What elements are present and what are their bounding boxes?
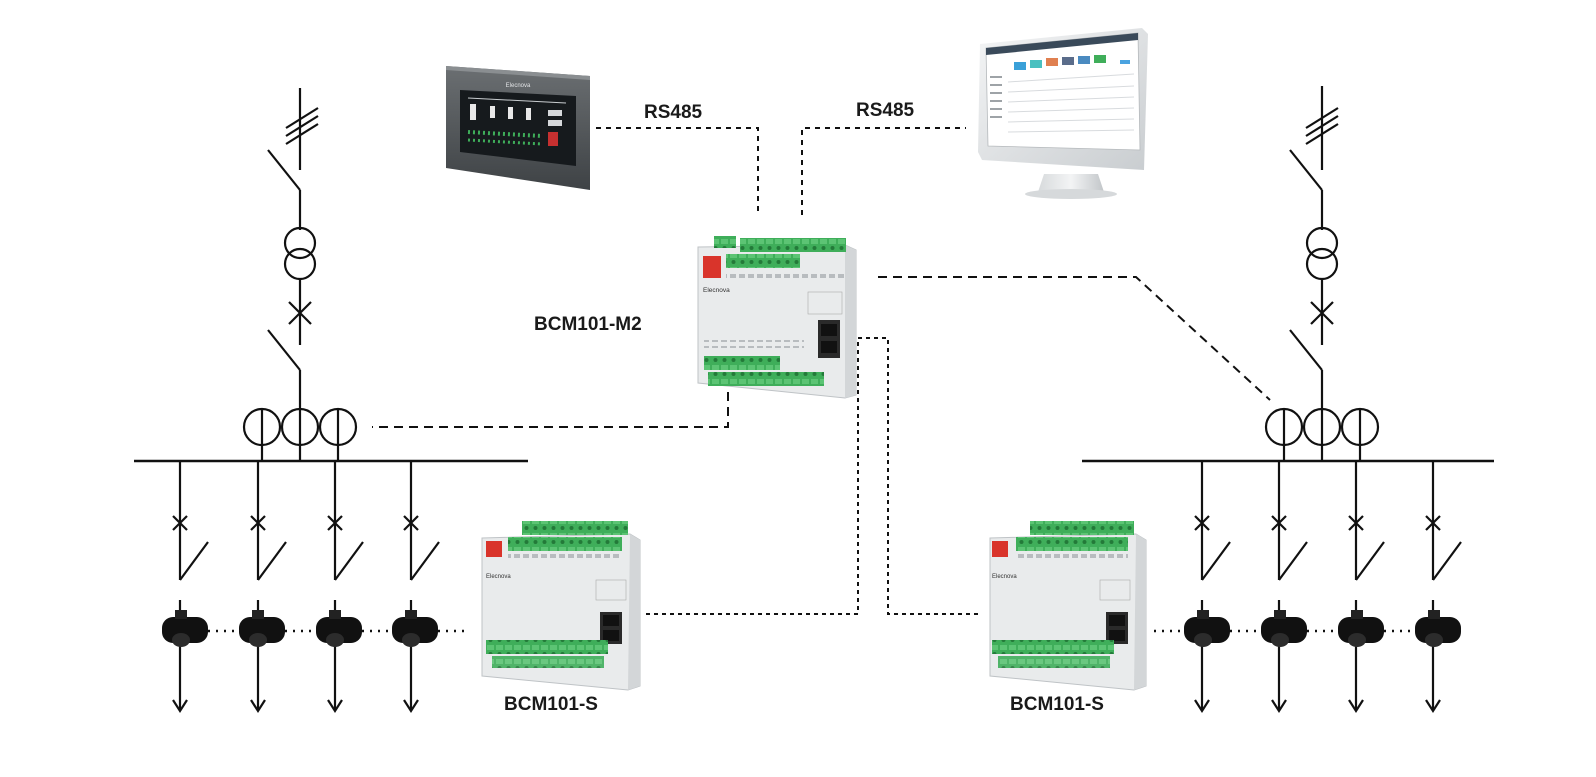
master-top-terminal-row-2 — [726, 254, 800, 268]
hmi-touch-panel: Elecnova — [446, 66, 590, 190]
left-split-core-cts — [162, 610, 438, 647]
left-branch-4 — [403, 461, 440, 714]
rs485-left-label: RS485 — [644, 102, 703, 123]
left-split-ct-1 — [162, 610, 208, 647]
slave-right-brand-text: Elecnova — [992, 574, 1017, 580]
right-split-ct-1 — [1184, 610, 1230, 647]
slave-left-top-terminal-row-1 — [522, 521, 628, 535]
right-split-ct-2 — [1261, 610, 1307, 647]
slave-right-top-terminal-row-2 — [1016, 537, 1128, 551]
hmi-brand-text: Elecnova — [506, 83, 531, 89]
left-main-switch-blade — [267, 329, 301, 371]
left-branch-3 — [327, 461, 364, 714]
master-small-terminal — [714, 236, 736, 248]
right-transformer-winding-2 — [1305, 247, 1339, 281]
right-branches — [1194, 461, 1462, 714]
left-three-phase-mark-3 — [285, 123, 319, 145]
left-disconnector-blade — [267, 149, 301, 191]
desktop-monitor — [978, 28, 1148, 199]
slave-left-bus-line — [642, 337, 870, 615]
left-transformer-winding-1 — [283, 226, 317, 260]
monitor-table-lines — [1007, 73, 1135, 133]
slave-right-bus-line — [858, 337, 980, 615]
left-ct-2 — [280, 407, 320, 447]
left-single-line-diagram — [134, 88, 528, 463]
right-disconnector-blade — [1289, 149, 1323, 191]
slave-right-bottom-terminal-row — [992, 640, 1114, 654]
right-single-line-diagram — [1082, 86, 1494, 463]
right-main-switch-blade — [1289, 329, 1323, 371]
slave-module-left: Elecnova — [481, 521, 641, 691]
master-dip-switch — [703, 256, 721, 278]
master-module: Elecnova — [697, 236, 857, 399]
rs485-left-line — [596, 127, 759, 215]
slave-right-top-terminal-row-1 — [1030, 521, 1134, 535]
left-transformer-winding-2 — [283, 247, 317, 281]
left-split-ct-2 — [239, 610, 285, 647]
slave-module-right: Elecnova — [989, 521, 1147, 691]
hmi-screen-content — [467, 97, 567, 146]
slave-left-bottom-terminal-row — [486, 640, 608, 654]
master-module-label: BCM101-M2 — [534, 314, 642, 335]
rs485-right-label: RS485 — [856, 100, 915, 121]
rs485-right-line — [801, 127, 966, 215]
left-branches — [172, 461, 440, 714]
monitor-base — [1025, 189, 1117, 199]
right-ct-2 — [1302, 407, 1342, 447]
master-bottom-terminal-row-2 — [708, 372, 824, 386]
master-brand-text: Elecnova — [703, 287, 730, 294]
left-branch-1 — [172, 461, 209, 714]
slave-left-brand-text: Elecnova — [486, 574, 511, 580]
slave-right-label: BCM101-S — [1010, 694, 1104, 715]
left-branch-2 — [250, 461, 287, 714]
communication-lines — [372, 127, 1271, 615]
right-split-ct-3 — [1338, 610, 1384, 647]
monitor-sidebar — [990, 76, 1002, 118]
master-top-terminal-row-1 — [740, 238, 846, 252]
monitor-stand — [1038, 174, 1104, 192]
left-split-ct-4 — [392, 610, 438, 647]
left-split-ct-3 — [316, 610, 362, 647]
slave-right-dip-switch — [992, 541, 1008, 557]
right-branch-2 — [1271, 461, 1308, 714]
right-branch-1 — [1194, 461, 1231, 714]
right-branch-4 — [1425, 461, 1462, 714]
slave-left-top-terminal-row-2 — [508, 537, 622, 551]
right-split-core-cts — [1184, 610, 1461, 647]
slave-left-dip-switch — [486, 541, 502, 557]
right-transformer-winding-1 — [1305, 226, 1339, 260]
slave-left-label: BCM101-S — [504, 694, 598, 715]
left-three-phase-mark-1 — [285, 107, 319, 129]
hmi-screen — [460, 90, 576, 166]
monitor-app-tiles — [1014, 55, 1130, 70]
right-split-ct-4 — [1415, 610, 1461, 647]
left-breaker-x-b — [288, 301, 312, 325]
left-three-phase-mark-2 — [285, 115, 319, 137]
right-ct-signal-line — [878, 276, 1271, 401]
left-ct-signal-line — [372, 392, 729, 428]
master-bottom-terminal-row-1 — [704, 356, 780, 370]
right-branch-3 — [1348, 461, 1385, 714]
